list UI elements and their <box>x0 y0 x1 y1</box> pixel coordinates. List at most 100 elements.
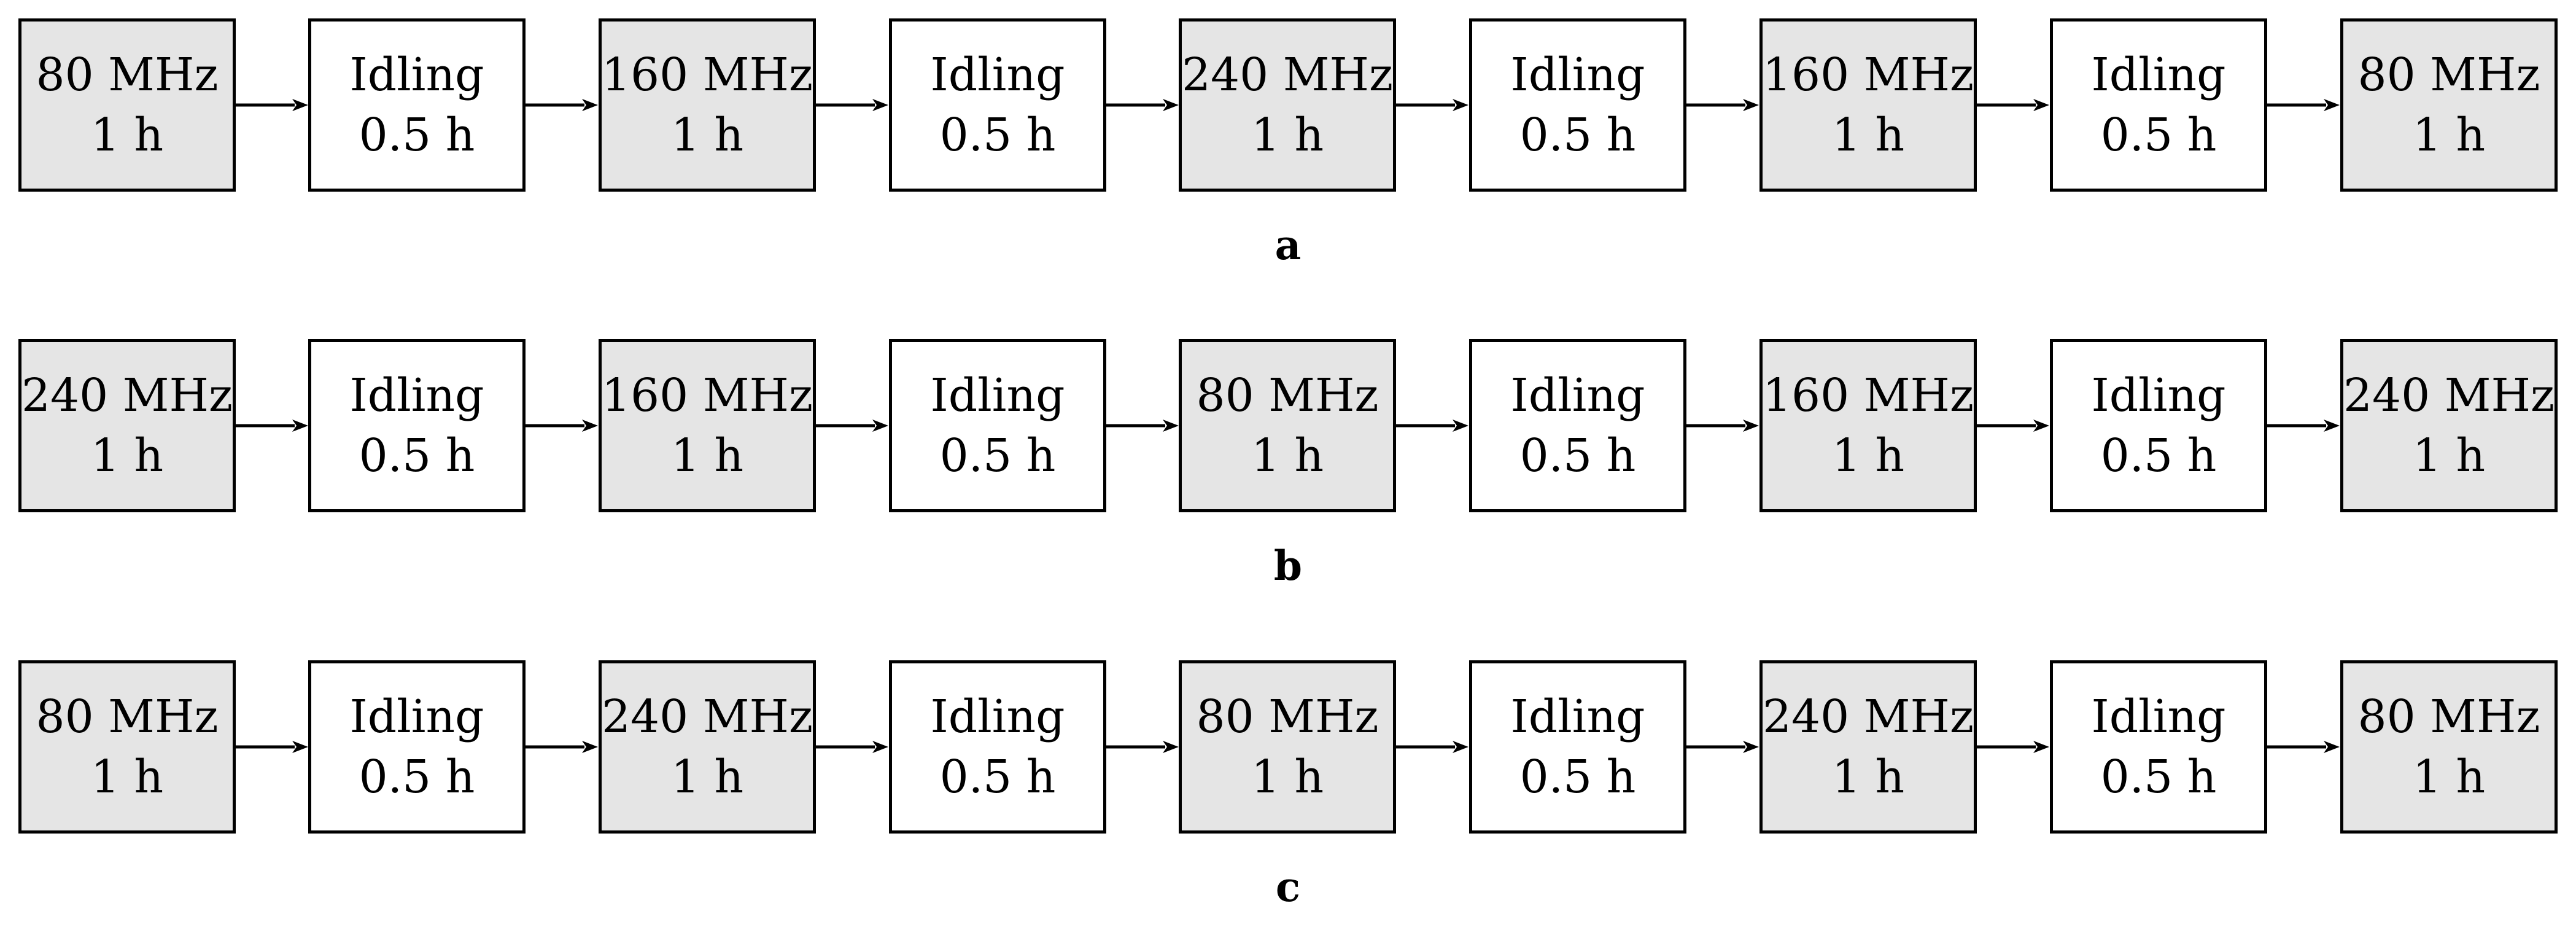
step-frequency: 80 MHz <box>2357 690 2540 743</box>
step-duration: 0.5 h <box>939 429 1056 482</box>
flow-arrow <box>526 740 598 754</box>
flow-arrow <box>1686 740 1759 754</box>
step-frequency: Idling <box>1510 49 1645 101</box>
step-box-1: 80 MHz 1 h <box>18 18 236 192</box>
step-duration: 0.5 h <box>359 109 475 162</box>
flow-arrow <box>816 419 888 432</box>
step-frequency: 160 MHz <box>601 49 813 101</box>
step-frequency: 160 MHz <box>1762 369 1974 422</box>
flow-arrow <box>526 419 598 432</box>
step-box-7: 160 MHz 1 h <box>1759 339 1977 512</box>
step-frequency: Idling <box>349 690 484 743</box>
step-box-7: 240 MHz 1 h <box>1759 660 1977 834</box>
flow-arrow <box>1686 98 1759 112</box>
step-frequency: 160 MHz <box>601 369 813 422</box>
step-frequency: Idling <box>930 49 1065 101</box>
step-frequency: Idling <box>2091 690 2226 743</box>
step-box-6: Idling 0.5 h <box>1469 18 1686 192</box>
step-duration: 0.5 h <box>1519 109 1636 162</box>
step-frequency: 80 MHz <box>36 690 219 743</box>
step-frequency: Idling <box>930 690 1065 743</box>
flow-arrow <box>816 740 888 754</box>
flow-arrow <box>236 98 308 112</box>
step-duration: 0.5 h <box>1519 429 1636 482</box>
step-duration: 1 h <box>1251 109 1324 162</box>
step-frequency: Idling <box>1510 369 1645 422</box>
flow-arrow <box>2267 98 2340 112</box>
flow-arrow <box>1977 740 2049 754</box>
step-duration: 1 h <box>2412 109 2486 162</box>
step-frequency: 240 MHz <box>1181 49 1394 101</box>
flow-arrow <box>2267 419 2340 432</box>
step-box-3: 160 MHz 1 h <box>599 339 816 512</box>
flow-arrow <box>1106 419 1179 432</box>
flow-arrow <box>1106 740 1179 754</box>
panel-label-a: a <box>1274 221 1302 269</box>
step-box-3: 160 MHz 1 h <box>599 18 816 192</box>
step-box-2: Idling 0.5 h <box>308 18 526 192</box>
flow-arrow <box>1106 98 1179 112</box>
step-duration: 0.5 h <box>939 751 1056 803</box>
flow-arrow <box>816 98 888 112</box>
step-frequency: 240 MHz <box>21 369 233 422</box>
step-duration: 1 h <box>670 429 744 482</box>
step-box-1: 80 MHz 1 h <box>18 660 236 834</box>
sequence-panel-c: 80 MHz 1 h Idling 0.5 h 240 MHz 1 h Idling 0… <box>0 642 2576 949</box>
step-box-5: 80 MHz 1 h <box>1179 339 1396 512</box>
flow-arrow <box>1396 419 1468 432</box>
step-duration: 1 h <box>2412 429 2486 482</box>
step-box-6: Idling 0.5 h <box>1469 339 1686 512</box>
sequence-panel-b: 240 MHz 1 h Idling 0.5 h 160 MHz 1 h Idling… <box>0 321 2576 628</box>
step-box-8: Idling 0.5 h <box>2050 339 2267 512</box>
panel-label-c: c <box>1275 863 1301 911</box>
step-box-2: Idling 0.5 h <box>308 660 526 834</box>
step-frequency: 240 MHz <box>601 690 813 743</box>
step-duration: 0.5 h <box>359 751 475 803</box>
step-frequency: 80 MHz <box>2357 49 2540 101</box>
step-duration: 1 h <box>670 109 744 162</box>
step-duration: 0.5 h <box>359 429 475 482</box>
step-frequency: 80 MHz <box>1196 690 1379 743</box>
sequence-panel-a: 80 MHz 1 h Idling 0.5 h 160 MHz 1 h Idling 0… <box>0 0 2576 307</box>
step-duration: 0.5 h <box>2100 109 2217 162</box>
flow-arrow <box>1396 98 1468 112</box>
step-box-5: 80 MHz 1 h <box>1179 660 1396 834</box>
step-frequency: 80 MHz <box>1196 369 1379 422</box>
step-frequency: 240 MHz <box>1762 690 1974 743</box>
step-frequency: Idling <box>2091 49 2226 101</box>
step-duration: 1 h <box>1251 751 1324 803</box>
step-duration: 0.5 h <box>2100 429 2217 482</box>
step-box-8: Idling 0.5 h <box>2050 18 2267 192</box>
step-box-9: 240 MHz 1 h <box>2340 339 2558 512</box>
step-box-2: Idling 0.5 h <box>308 339 526 512</box>
step-box-9: 80 MHz 1 h <box>2340 18 2558 192</box>
step-duration: 1 h <box>90 109 164 162</box>
flow-arrow <box>1686 419 1759 432</box>
step-duration: 1 h <box>1831 429 1905 482</box>
flow-arrow <box>236 740 308 754</box>
step-frequency: Idling <box>349 49 484 101</box>
step-duration: 1 h <box>90 751 164 803</box>
panel-label-b: b <box>1273 542 1303 590</box>
flow-arrow <box>1977 98 2049 112</box>
step-frequency: 80 MHz <box>36 49 219 101</box>
flow-arrow <box>2267 740 2340 754</box>
step-duration: 1 h <box>670 751 744 803</box>
step-frequency: Idling <box>2091 369 2226 422</box>
step-frequency: 160 MHz <box>1762 49 1974 101</box>
step-duration: 1 h <box>1831 109 1905 162</box>
flow-arrow <box>236 419 308 432</box>
step-frequency: Idling <box>1510 690 1645 743</box>
step-frequency: Idling <box>349 369 484 422</box>
step-duration: 0.5 h <box>2100 751 2217 803</box>
step-duration: 1 h <box>1251 429 1324 482</box>
step-box-7: 160 MHz 1 h <box>1759 18 1977 192</box>
step-frequency: 240 MHz <box>2343 369 2555 422</box>
flow-arrow <box>1977 419 2049 432</box>
step-duration: 1 h <box>1831 751 1905 803</box>
step-box-5: 240 MHz 1 h <box>1179 18 1396 192</box>
